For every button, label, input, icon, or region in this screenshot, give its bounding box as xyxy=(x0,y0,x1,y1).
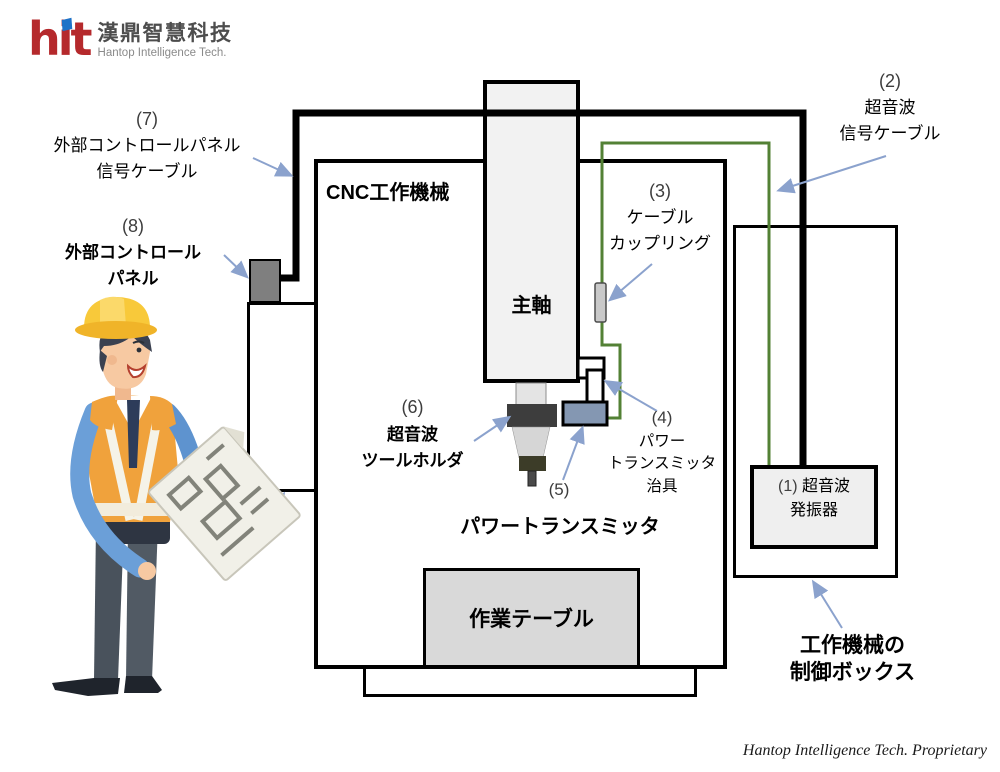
callout-8-line1: 外部コントロール xyxy=(65,243,201,262)
spindle-label: 主軸 xyxy=(511,295,552,317)
callout-3-line1: ケーブル xyxy=(626,208,694,227)
machine-base-pedestal xyxy=(363,666,697,697)
company-name-en: Hantop Intelligence Tech. xyxy=(97,47,227,59)
control-box-label-line1: 工作機械の xyxy=(800,634,905,657)
logo-hit-wordmark: hit xyxy=(28,12,92,66)
callout-2-ultrasonic-cable: (2) 超音波 信号ケーブル xyxy=(820,68,960,146)
callout-6-tool-holder: (6) 超音波 ツールホルダ xyxy=(340,394,485,475)
callout-4-line2: トランスミッタ xyxy=(607,455,717,473)
company-logo: hit 漢鼎智慧科技 Hantop Intelligence Tech. xyxy=(28,16,233,68)
arrow-control-box xyxy=(811,579,843,629)
callout-6-line2: ツールホルダ xyxy=(361,451,464,471)
external-control-panel-box xyxy=(249,259,281,303)
machine-side-column xyxy=(247,302,317,492)
callout-6-line1: 超音波 xyxy=(387,424,438,444)
callout-3-number: (3) xyxy=(649,181,671,201)
callout-8-line2: パネル xyxy=(107,268,159,288)
work-table-box: 作業テーブル xyxy=(423,568,640,668)
callout-8-external-panel: (8) 外部コントロール パネル xyxy=(30,213,236,291)
callout-4-number: (4) xyxy=(651,408,673,427)
callout-5-power-transmitter: パワートランスミッタ xyxy=(460,516,660,538)
oscillator-line1: 超音波 xyxy=(802,478,851,495)
control-box-label: 工作機械の 制御ボックス xyxy=(770,632,935,687)
callout-4-line1: パワー xyxy=(638,432,686,450)
control-box-label-line2: 制御ボックス xyxy=(789,661,916,685)
callout-4-transmitter-jig: (4) パワー トランスミッタ 治具 xyxy=(600,406,724,498)
callout-2-number: (2) xyxy=(879,71,901,91)
ultrasonic-oscillator-box: (1) 超音波 発振器 xyxy=(750,465,878,549)
logo-blue-dot-icon xyxy=(61,17,73,32)
work-table-label: 作業テーブル xyxy=(469,608,594,631)
company-name-zh: 漢鼎智慧科技 xyxy=(97,22,233,45)
callout-4-line3: 治具 xyxy=(646,477,678,495)
callout-2-line1: 超音波 xyxy=(864,98,916,117)
callout-7-line2: 信号ケーブル xyxy=(96,161,198,181)
proprietary-notice: Hantop Intelligence Tech. Proprietary xyxy=(742,742,987,759)
arrow-side-column xyxy=(256,491,286,538)
cnc-machine-label: CNC工作機械 xyxy=(326,182,450,204)
callout-3-cable-coupling: (3) ケーブル カップリング xyxy=(600,178,720,256)
callout-7-line1: 外部コントロールパネル xyxy=(53,136,241,155)
callout-5-number: (5) xyxy=(548,480,570,499)
callout-7-panel-signal-cable: (7) 外部コントロールパネル 信号ケーブル xyxy=(28,106,266,184)
oscillator-number: (1) xyxy=(777,478,798,495)
callout-6-number: (6) xyxy=(401,397,424,417)
callout-8-number: (8) xyxy=(122,216,144,236)
spindle-column: 主軸 xyxy=(483,80,580,383)
arrow-2-ultrasonic-cable xyxy=(776,155,887,194)
callout-3-line2: カップリング xyxy=(609,233,711,253)
callout-2-line2: 信号ケーブル xyxy=(839,123,941,143)
oscillator-line2: 発振器 xyxy=(789,502,838,519)
callout-7-number: (7) xyxy=(136,109,158,129)
